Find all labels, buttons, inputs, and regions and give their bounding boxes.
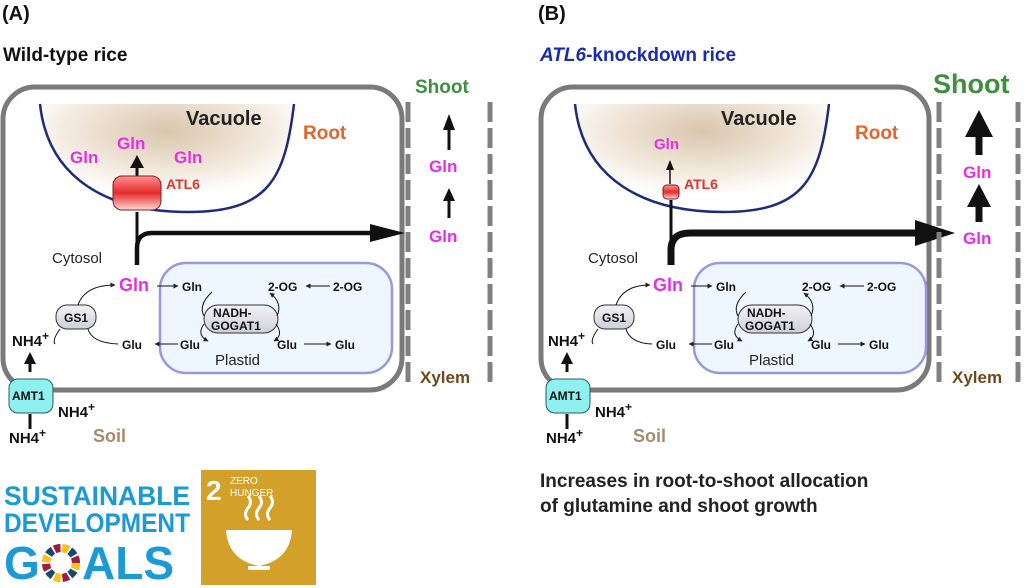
gln-vacuole-top: Gln bbox=[117, 134, 145, 153]
gln-to-xylem-flow-b bbox=[667, 229, 920, 265]
nh4-cytosol-b: NH4+ bbox=[548, 329, 585, 350]
goal-number: 2 bbox=[206, 475, 222, 506]
plastid-glu-mid: Glu bbox=[277, 338, 297, 352]
panel-a-title: Wild-type rice bbox=[3, 45, 127, 66]
amt1-label: AMT1 bbox=[12, 389, 45, 403]
plastid-gln-b: Gln bbox=[716, 280, 736, 294]
gs1-label: GS1 bbox=[64, 311, 88, 325]
shoot-label: Shoot bbox=[415, 77, 469, 98]
gln-vacuole-right: Gln bbox=[174, 148, 202, 167]
vacuole-label: Vacuole bbox=[186, 108, 262, 130]
conclusion-line-1: Increases in root-to-shoot allocation bbox=[540, 471, 868, 492]
amt1-label-b: AMT1 bbox=[549, 389, 582, 403]
nadh-gogat1-enzyme-b bbox=[737, 304, 813, 334]
goal-title-1: ZERO bbox=[230, 476, 258, 487]
bowl-icon bbox=[226, 495, 292, 570]
xylem-label: Xylem bbox=[420, 368, 470, 387]
plastid-2og-outer-b: 2-OG bbox=[867, 280, 896, 294]
xylem-vessel-b bbox=[936, 102, 1021, 388]
plastid-label-b: Plastid bbox=[749, 352, 794, 369]
sdg-line-1: SUSTAINABLE bbox=[4, 481, 190, 511]
nh4-soil-2-b: NH4+ bbox=[546, 426, 583, 447]
plastid-glu-left-b: Glu bbox=[714, 338, 734, 352]
atl6-label-b: ATL6 bbox=[684, 176, 718, 192]
gln-vacuole-b: Gln bbox=[654, 136, 679, 153]
gln-cytosol-b: Gln bbox=[653, 275, 683, 295]
sdg-line-2: DEVELOPMENT bbox=[4, 508, 190, 538]
panel-b-label: (B) bbox=[538, 3, 566, 25]
panel-b: (B) ATL6-knockdown rice Vacuole Root Gln… bbox=[538, 3, 1021, 517]
cytosol-label: Cytosol bbox=[52, 250, 102, 267]
vacuole-membrane bbox=[40, 104, 294, 212]
gln-vacuole-left: Gln bbox=[70, 148, 98, 167]
plastid-glu-right: Glu bbox=[335, 338, 355, 352]
sdg-logo: SUSTAINABLE DEVELOPMENT G ALS 2 ZERO HUN… bbox=[4, 470, 316, 588]
panel-a-label: (A) bbox=[2, 3, 30, 25]
plastid-2og-outer: 2-OG bbox=[333, 280, 362, 294]
xylem-label-b: Xylem bbox=[952, 368, 1002, 387]
gogat1-label-b: GOGAT1 bbox=[745, 319, 795, 333]
atl6-transporter-b bbox=[662, 184, 680, 200]
shoot-label-b: Shoot bbox=[933, 69, 1009, 99]
plastid-glu-mid-b: Glu bbox=[811, 338, 831, 352]
cytosol-glu: Glu bbox=[122, 338, 142, 352]
nadh-label-b: NADH- bbox=[747, 306, 786, 320]
nh4-soil-2: NH4+ bbox=[9, 426, 46, 447]
root-label-b: Root bbox=[855, 123, 899, 144]
nh4-soil-1: NH4+ bbox=[58, 400, 95, 421]
amt1-transporter-b bbox=[545, 378, 591, 414]
plastid-2og-inner-b: 2-OG bbox=[802, 280, 831, 294]
nh4-cytosol: NH4+ bbox=[12, 329, 49, 350]
gs1-label-b: GS1 bbox=[602, 311, 626, 325]
atl6-transporter bbox=[112, 175, 162, 211]
cytosol-glu-b: Glu bbox=[656, 338, 676, 352]
plastid-2og-inner: 2-OG bbox=[268, 280, 297, 294]
soil-label-b: Soil bbox=[633, 426, 666, 446]
sdg-goals-als: ALS bbox=[82, 537, 174, 588]
soil-label: Soil bbox=[93, 426, 126, 446]
xylem-vessel bbox=[405, 102, 493, 388]
goal-title-2: HUNGER bbox=[230, 488, 273, 499]
nh4-soil-1-b: NH4+ bbox=[595, 400, 632, 421]
vacuole-label-b: Vacuole bbox=[721, 108, 797, 130]
gln-xylem-mid: Gln bbox=[429, 157, 457, 176]
panel-b-title: ATL6-knockdown rice bbox=[539, 45, 736, 66]
gs1-enzyme bbox=[55, 304, 97, 330]
nadh-label: NADH- bbox=[213, 306, 252, 320]
plastid-glu-left: Glu bbox=[180, 338, 200, 352]
plastid-glu-right-b: Glu bbox=[869, 338, 889, 352]
root-label: Root bbox=[303, 123, 347, 144]
vacuole-membrane-b bbox=[575, 104, 829, 212]
gogat1-label: GOGAT1 bbox=[211, 319, 261, 333]
gln-cytosol: Gln bbox=[119, 275, 149, 295]
amt1-transporter bbox=[8, 378, 54, 414]
cytosol-label-b: Cytosol bbox=[588, 250, 638, 267]
gs1-enzyme-b bbox=[593, 304, 635, 330]
gln-xylem-low-b: Gln bbox=[963, 229, 991, 248]
plastid-gln: Gln bbox=[182, 280, 202, 294]
panel-a: (A) Wild-type rice Vacuole Root Gln Gln … bbox=[0, 3, 493, 447]
sdg-goals-g: G bbox=[4, 537, 40, 588]
gln-xylem-low: Gln bbox=[429, 227, 457, 246]
gln-xylem-mid-b: Gln bbox=[963, 163, 991, 182]
nadh-gogat1-enzyme bbox=[203, 304, 279, 334]
conclusion-line-2: of glutamine and shoot growth bbox=[540, 496, 818, 517]
sdg-color-wheel-icon bbox=[42, 544, 80, 582]
plastid-label: Plastid bbox=[215, 352, 260, 369]
atl6-label: ATL6 bbox=[166, 176, 200, 192]
